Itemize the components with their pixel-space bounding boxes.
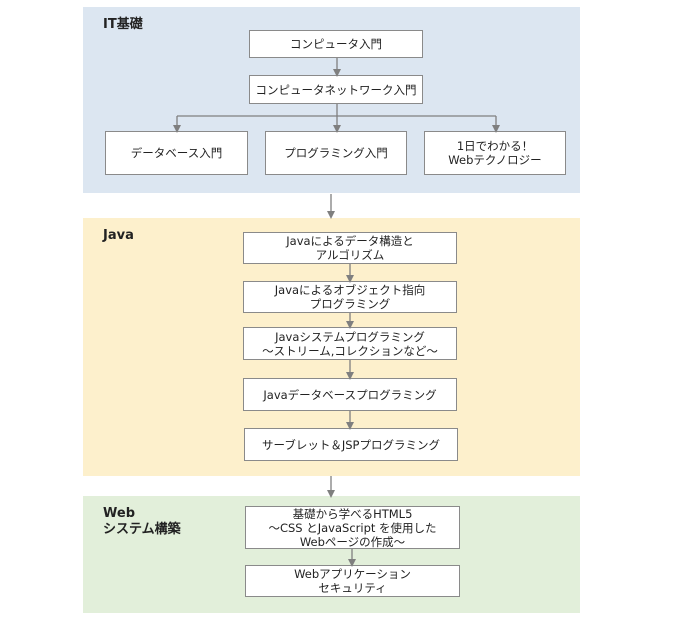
course-servlet-jsp: サーブレット＆JSPプログラミング — [244, 428, 458, 461]
section-title-java: Java — [103, 228, 134, 243]
course-java-oop: Javaによるオブジェクト指向 プログラミング — [243, 281, 457, 313]
section-title-it: IT基礎 — [103, 17, 143, 32]
course-html5-basics: 基礎から学べるHTML5 ～CSS とJavaScript を使用した Webペ… — [245, 506, 460, 549]
course-web-technology: 1日でわかる！ Webテクノロジー — [424, 131, 566, 175]
course-programming-intro: プログラミング入門 — [265, 131, 407, 175]
section-title-web: Web システム構築 — [103, 506, 181, 537]
course-java-system: Javaシステムプログラミング ～ストリーム,コレクションなど～ — [243, 327, 457, 360]
course-java-database: Javaデータベースプログラミング — [243, 378, 457, 411]
course-web-app-security: Webアプリケーション セキュリティ — [245, 565, 460, 597]
course-computer-intro: コンピュータ入門 — [249, 30, 423, 58]
course-database-intro: データベース入門 — [105, 131, 248, 175]
course-java-data-structures: Javaによるデータ構造と アルゴリズム — [243, 232, 457, 264]
course-network-intro: コンピュータネットワーク入門 — [249, 75, 423, 104]
